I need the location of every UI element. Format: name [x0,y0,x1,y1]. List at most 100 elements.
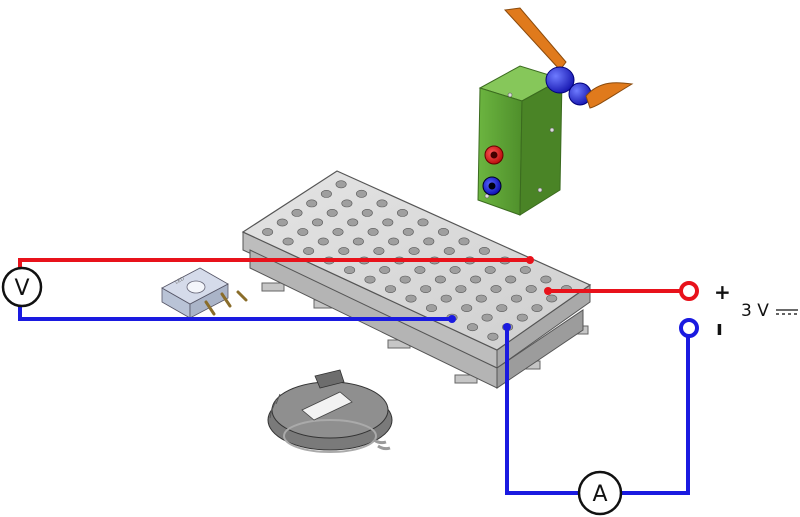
red-wire-end-dot [526,256,534,264]
ammeter: A [577,470,623,516]
board-socket [531,304,543,312]
wiring [18,258,690,495]
motor-hub-icon [545,66,575,94]
board-socket [396,208,408,217]
board-socket [282,237,294,246]
board-socket [423,237,435,246]
propeller-blade-upper [503,7,567,71]
board-socket [414,266,426,274]
board-socket [344,266,356,274]
board-socket [516,313,528,322]
board-socket [303,247,315,255]
board-socket [297,228,309,236]
negative-symbol: ı [716,316,723,340]
propeller-blade-lower [585,82,634,109]
board-socket [347,218,359,227]
board-socket [326,208,338,217]
board-socket [405,294,417,303]
board-socket [388,237,400,246]
blue-wire-voltmeter [18,302,452,321]
led-module: LED [161,267,248,319]
round-component-pins [373,438,391,451]
ammeter-symbol: A [592,482,607,507]
positive-symbol: + [714,280,731,304]
voltmeter-icon [1,266,43,308]
led-lens-icon [186,280,206,294]
board-socket [437,227,449,236]
board-socket [402,227,414,236]
board-socket [338,247,350,255]
board-socket [546,294,558,303]
board-socket [408,247,420,255]
positive-terminal-icon [679,281,699,301]
motor-module [477,7,634,216]
board-socket [373,247,385,255]
board-socket [262,228,274,236]
blue-wire-ammeter [505,327,690,495]
board-socket [320,189,332,198]
screw-icon [507,92,513,98]
board-socket [317,237,329,246]
board-socket [455,285,467,293]
board-socket [540,275,552,284]
board-socket [420,285,432,293]
board-base-plate-right [496,309,584,389]
blue-wire-end-dot [448,315,456,323]
board-socket [367,227,379,236]
board-socket [361,208,373,217]
round-component-ribs [269,393,281,419]
voltmeter: V [1,266,43,308]
board-socket [306,199,318,208]
board-socket [276,218,288,227]
board-socket [425,304,437,312]
board-socket [496,304,508,312]
round-component-plate [301,391,353,421]
board-socket [449,266,461,274]
board-socket [481,313,493,322]
board-socket [490,285,502,293]
red-wire-voltmeter [18,258,530,270]
board-socket [505,275,517,284]
board-socket [470,275,482,284]
negative-terminal-icon [679,318,699,338]
board-socket [461,304,473,312]
board-socket [484,266,496,274]
board-socket [519,266,531,274]
red-wire-end-dot [544,287,552,295]
board-socket [364,275,376,284]
voltmeter-symbol: V [14,276,29,301]
board-socket [382,218,394,227]
screw-icon [537,187,543,193]
board-socket [335,180,347,189]
board-socket [352,237,364,246]
led-pins [204,290,248,316]
board-socket [510,294,522,303]
ammeter-icon [577,470,623,516]
board-socket [440,294,452,303]
board-socket [376,199,388,208]
dc-symbol-icon [776,309,798,315]
board-socket [487,332,499,341]
board-socket [341,199,353,208]
board-socket [475,294,487,303]
led-module-label: LED [174,276,186,286]
board-socket [478,246,490,255]
board-socket [443,247,455,255]
round-component-rim [283,419,377,453]
round-component-tab [314,369,345,389]
board-socket [525,285,537,293]
board-socket [379,266,391,274]
board-socket [355,189,367,198]
board-socket [384,285,396,293]
board-socket [291,208,303,217]
board-socket [399,275,411,284]
board-socket [434,275,446,284]
power-supply: + ı 3 V [679,280,798,340]
blue-wire-end-dot [503,323,511,331]
board-socket [311,218,323,227]
red-jack-hole [490,151,498,159]
board-socket [332,228,344,236]
board-socket [417,218,429,227]
screw-icon [549,127,555,133]
